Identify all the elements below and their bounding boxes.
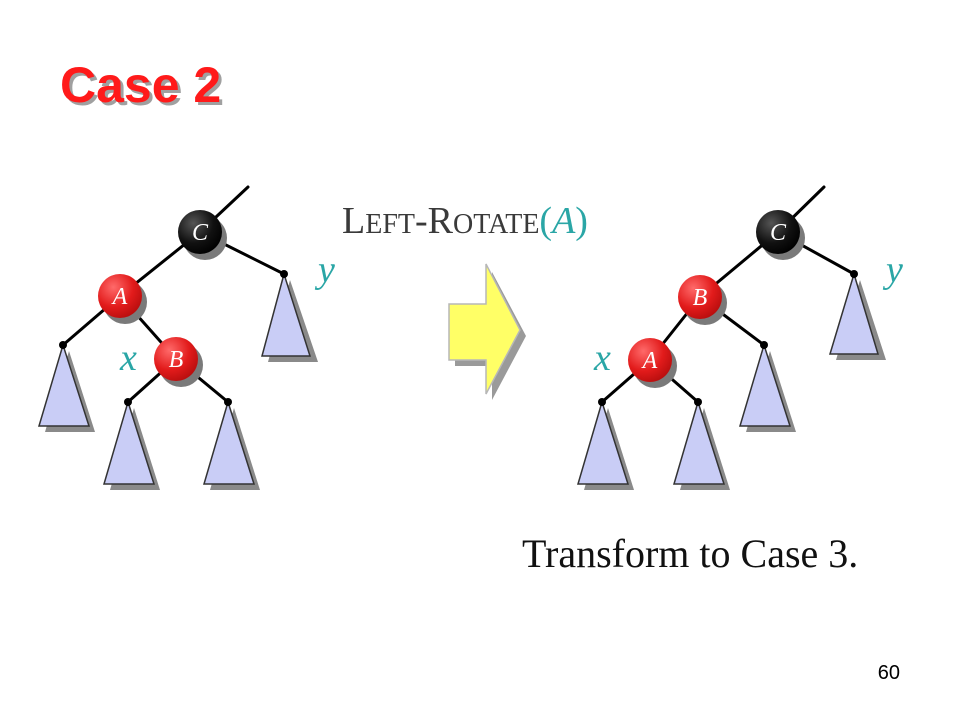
node-label: B bbox=[693, 285, 708, 311]
node-red: A bbox=[98, 274, 147, 324]
label-x: x bbox=[119, 337, 137, 379]
subtree-triangle bbox=[576, 398, 634, 490]
subtree-triangle bbox=[37, 341, 95, 432]
tree-after: C B A y x bbox=[576, 185, 903, 490]
node-label: A bbox=[111, 284, 128, 310]
slide-title: Case 2 bbox=[60, 57, 222, 113]
subtree-triangle bbox=[202, 398, 260, 490]
tree-before: C A B y x bbox=[37, 185, 335, 490]
node-label: C bbox=[770, 220, 787, 246]
node-black: C bbox=[756, 210, 805, 260]
right-arrow bbox=[448, 263, 526, 400]
subtree-triangle bbox=[672, 398, 730, 490]
label-y: y bbox=[314, 249, 335, 291]
node-label: B bbox=[169, 347, 184, 373]
node-black: C bbox=[178, 210, 227, 260]
node-red: A bbox=[628, 338, 677, 388]
page-number: 60 bbox=[877, 662, 900, 684]
label-y: y bbox=[882, 249, 903, 291]
label-x: x bbox=[593, 337, 611, 379]
subtree-triangle bbox=[828, 270, 886, 360]
subtree-triangle bbox=[102, 398, 160, 490]
node-label: C bbox=[192, 220, 209, 246]
node-red: B bbox=[678, 275, 727, 325]
operation-label: LEFT-ROTATE(A) bbox=[342, 200, 588, 242]
node-red: B bbox=[154, 337, 203, 387]
node-label: A bbox=[641, 348, 658, 374]
subtree-triangle bbox=[738, 341, 796, 432]
subtree-triangle bbox=[261, 270, 318, 362]
caption: Transform to Case 3. bbox=[522, 531, 859, 576]
